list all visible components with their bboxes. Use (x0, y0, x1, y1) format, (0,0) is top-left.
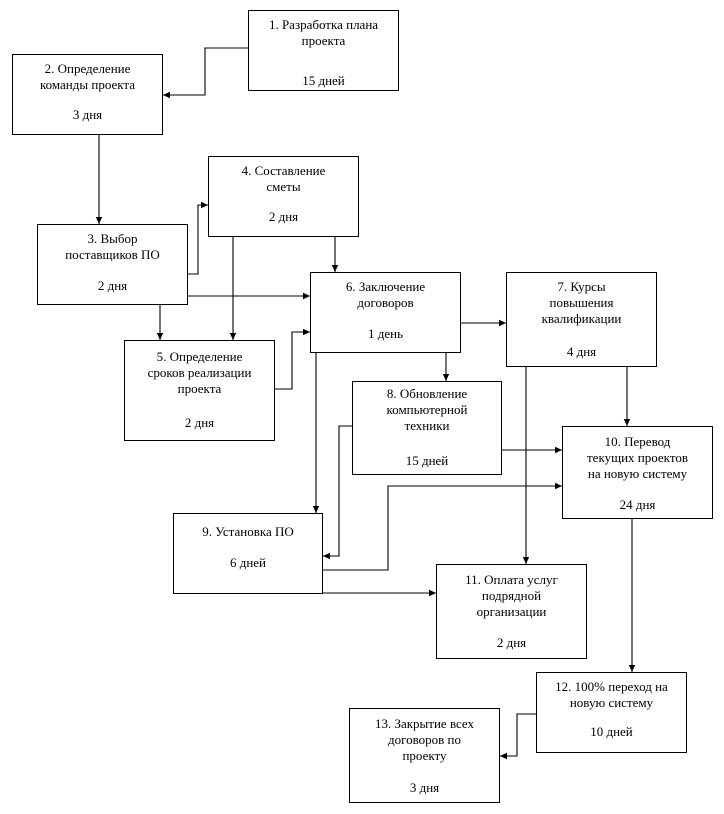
task-title: 3. Выбор поставщиков ПО (65, 231, 160, 262)
task-duration: 4 дня (566, 344, 597, 359)
task-node-8: 8. Обновление компьютерной техники 15 дн… (352, 381, 502, 475)
task-title: 9. Установка ПО (202, 524, 294, 539)
arrow-n9-to-n10 (323, 482, 562, 571)
task-duration: 3 дня (409, 780, 440, 795)
task-duration: 15 дней (302, 73, 345, 88)
task-node-10: 10. Перевод текущих проектов на новую си… (562, 426, 713, 519)
task-node-13: 13. Закрытие всех договоров по проекту 3… (349, 708, 500, 803)
task-title: 1. Разработка плана проекта (268, 17, 379, 48)
task-node-6: 6. Заключение договоров 1 день (310, 272, 461, 353)
task-node-4: 4. Составление сметы 2 дня (208, 156, 359, 237)
task-title: 6. Заключение договоров (345, 279, 426, 310)
task-duration: 24 дня (619, 497, 656, 512)
task-duration: 2 дня (268, 209, 299, 224)
task-duration: 3 дня (72, 107, 103, 122)
task-duration: 6 дней (229, 555, 267, 570)
task-title: 7. Курсы повышения квалификации (541, 279, 622, 326)
task-title: 8. Обновление компьютерной техники (386, 386, 468, 433)
task-title: 10. Перевод текущих проектов на новую си… (587, 434, 688, 481)
task-node-5: 5. Определение сроков реализации проекта… (124, 340, 275, 441)
task-node-7: 7. Курсы повышения квалификации 4 дня (506, 272, 657, 367)
task-title: 12. 100% переход на новую систему (555, 679, 668, 710)
task-node-9: 9. Установка ПО 6 дней (173, 513, 323, 594)
task-title: 4. Составление сметы (241, 163, 326, 194)
arrow-n3-to-n4 (188, 201, 208, 275)
task-node-11: 11. Оплата услуг подрядной организации 2… (436, 564, 587, 659)
task-node-2: 2. Определение команды проекта 3 дня (12, 54, 163, 135)
task-duration: 10 дней (590, 724, 633, 739)
arrow-n1-to-n2 (163, 47, 248, 99)
task-duration: 15 дней (405, 453, 449, 468)
task-duration: 2 дня (97, 278, 128, 293)
task-node-1: 1. Разработка плана проекта 15 дней (248, 10, 399, 91)
arrow-n5-to-n6 (275, 328, 310, 390)
arrow-n8-to-n9 (323, 425, 352, 560)
task-title: 13. Закрытие всех договоров по проекту (374, 716, 475, 763)
task-node-12: 12. 100% переход на новую систему 10 дне… (536, 672, 687, 753)
arrow-n12-to-n13 (500, 713, 536, 760)
task-duration: 1 день (367, 326, 404, 341)
task-title: 11. Оплата услуг подрядной организации (465, 572, 558, 619)
task-title: 2. Определение команды проекта (39, 61, 135, 92)
task-duration: 2 дня (184, 415, 215, 430)
task-duration: 2 дня (496, 635, 527, 650)
task-node-3: 3. Выбор поставщиков ПО 2 дня (37, 224, 188, 305)
task-title: 5. Определение сроков реализации проекта (147, 349, 252, 396)
